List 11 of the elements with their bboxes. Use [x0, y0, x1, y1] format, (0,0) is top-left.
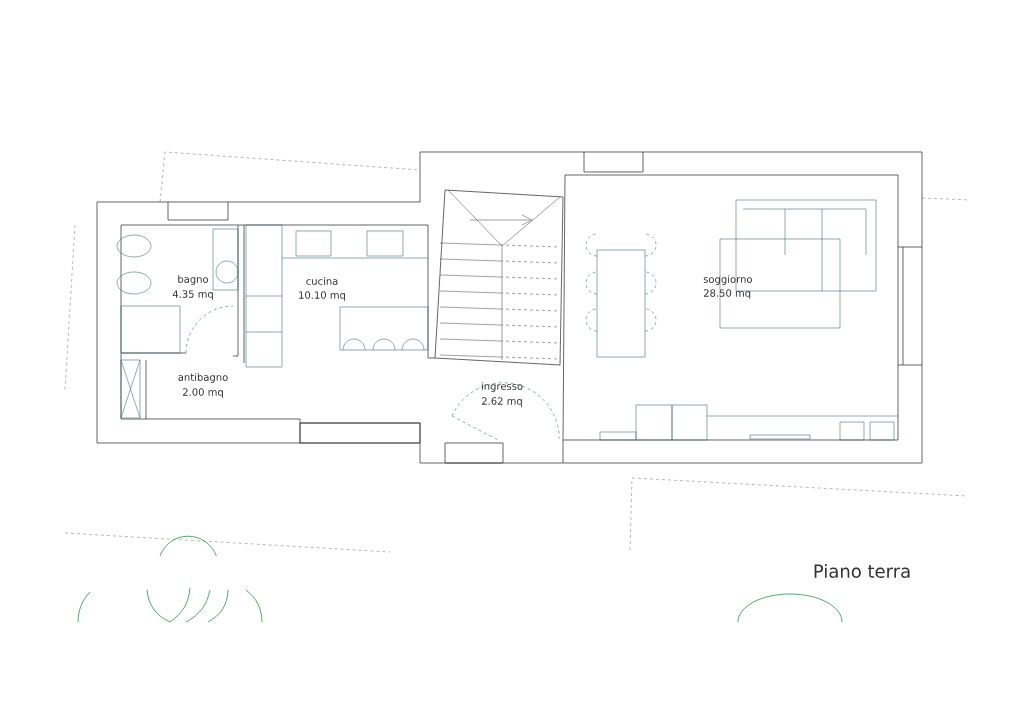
room-label: ingresso [481, 382, 523, 392]
room-label: bagno [178, 275, 209, 285]
room-label: 28.50 mq [703, 289, 751, 299]
room-label: soggiorno [703, 275, 752, 285]
room-label: 4.35 mq [172, 290, 213, 300]
room-label: cucina [306, 277, 338, 285]
title-text: Piano terra [814, 564, 910, 578]
room-label: 2.00 mq [183, 388, 223, 398]
room-label: 2.62 mq [482, 397, 522, 407]
room-label: 10.10 mq [299, 291, 346, 301]
room-label: antibagno [178, 373, 228, 383]
